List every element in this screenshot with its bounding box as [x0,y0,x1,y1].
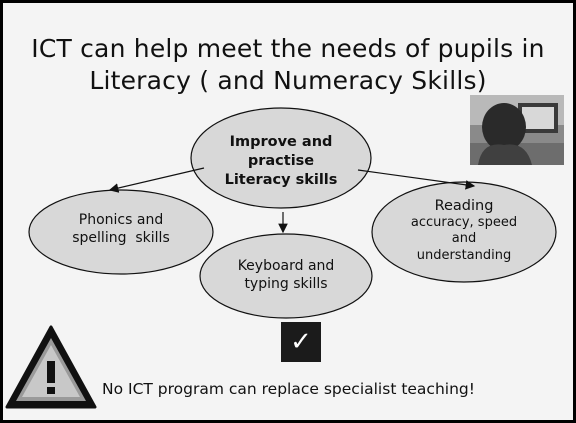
arrow-to-right [357,169,476,190]
right-ellipse [371,181,557,283]
left-ellipse [28,189,214,275]
middle-label-line-2: typing skills [244,276,328,293]
right-label-line-3: and [451,231,477,247]
middle-ellipse [199,233,373,319]
arrow-to-left [108,167,205,193]
right-label-line-1: Reading [434,198,494,214]
warning-text: No ICT program can replace specialist te… [102,380,475,398]
middle-label-line-1: Keyboard and [237,258,335,274]
center-ellipse-label: Improve and practise Literacy skills [195,133,367,190]
child-at-computer-photo [470,95,564,165]
left-ellipse-label: Phonics and spelling skills [41,211,201,247]
slide-title-line-2: Literacy ( and Numeracy Skills) [89,66,487,95]
left-label-line-1: Phonics and [78,212,164,228]
left-label-line-2: spelling skills [72,230,170,247]
right-label-line-2: accuracy, speed [410,215,518,231]
check-icon: ✓ [281,322,321,362]
center-ellipse [190,107,372,209]
warning-triangle-icon [5,325,97,409]
slide-title-line-1: ICT can help meet the needs of pupils in [31,34,545,63]
center-label-line-2: Literacy skills [224,171,338,188]
right-ellipse-label: Reading accuracy, speed and understandin… [384,197,544,264]
center-label-line-1: Improve and practise [229,134,333,169]
middle-ellipse-label: Keyboard and typing skills [206,257,366,293]
right-label-line-4: understanding [416,247,512,263]
